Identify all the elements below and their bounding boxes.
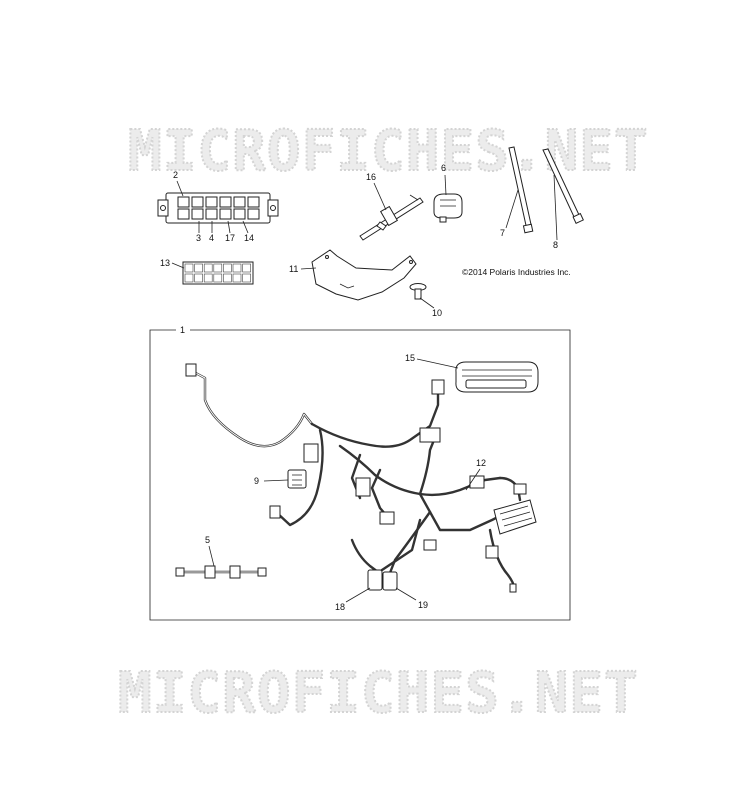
fuse-slot [233, 208, 246, 220]
svg-text:MICROFICHES.NET: MICROFICHES.NET [118, 661, 639, 726]
svg-text:MICROFICHES.NET: MICROFICHES.NET [118, 661, 639, 726]
callout-1: 1 [180, 325, 185, 335]
decal-cell [213, 273, 223, 283]
leader-9 [263, 479, 289, 482]
decal-cell [242, 273, 251, 283]
leader-13 [171, 262, 185, 269]
harness-clip [433, 193, 463, 223]
callout-17: 17 [225, 233, 235, 243]
harness-assembly-frame [149, 329, 571, 621]
leader-16 [373, 182, 387, 211]
decal-cell [184, 273, 194, 283]
callout-18: 18 [335, 602, 345, 612]
callout-12: 12 [476, 458, 486, 468]
decal-cell [232, 273, 242, 283]
leader-15 [416, 358, 459, 369]
fuse-slot [191, 208, 204, 220]
harness-connector-9 [287, 469, 307, 489]
leader-12 [465, 468, 481, 491]
callout-7: 7 [500, 228, 505, 238]
main-wiring-harness [185, 363, 537, 593]
callout-4: 4 [209, 233, 214, 243]
fuse-slot [247, 196, 260, 208]
leader-11 [300, 267, 317, 270]
watermark-bottom: MICROFICHES.NET MICROFICHES.NET [117, 660, 639, 727]
decal-cell [194, 263, 203, 273]
callout-8: 8 [553, 240, 558, 250]
cable-tie-mount [359, 194, 424, 241]
fuse-slot [205, 196, 218, 208]
jumper-harness [175, 565, 267, 579]
leader-6 [444, 174, 447, 196]
leader-14 [242, 220, 249, 234]
decal-cell [203, 273, 213, 283]
callout-6: 6 [441, 163, 446, 173]
fuse-slot [247, 208, 260, 220]
callout-11: 11 [289, 264, 298, 274]
leader-17 [227, 220, 231, 234]
callout-13: 13 [160, 258, 170, 268]
battery-cover [455, 361, 539, 393]
callout-15: 15 [405, 353, 415, 363]
decal-cell [223, 273, 232, 283]
leader-10 [419, 297, 435, 309]
callout-3: 3 [196, 233, 201, 243]
decal-cell [223, 263, 232, 273]
fuse-slot [219, 196, 232, 208]
cable-tie-7 [508, 146, 534, 234]
decal-cell [203, 263, 213, 273]
callout-16: 16 [366, 172, 376, 182]
fuse-slot [205, 208, 218, 220]
watermark-top: MICROFICHES.NET MICROFICHES.NET [127, 118, 649, 185]
decal-cell [213, 263, 223, 273]
callout-2: 2 [173, 170, 178, 180]
callout-9: 9 [254, 476, 259, 486]
copyright-notice: ©2014 Polaris Industries Inc. [462, 267, 571, 277]
leader-8 [553, 174, 558, 241]
fuse-slot [177, 196, 190, 208]
svg-text:MICROFICHES.NET: MICROFICHES.NET [128, 119, 649, 184]
leader-18 [345, 587, 371, 603]
callout-14: 14 [244, 233, 254, 243]
fuse-slot [219, 208, 232, 220]
mounting-bracket [311, 249, 417, 301]
leader-19 [395, 587, 417, 601]
fuse-slot [233, 196, 246, 208]
callout-19: 19 [418, 600, 428, 610]
fuse-box-connector [157, 192, 279, 224]
fuse-label-decal [182, 261, 254, 285]
leader-2 [176, 180, 184, 197]
push-rivet [409, 283, 427, 300]
decal-cell [242, 263, 251, 273]
callout-10: 10 [432, 308, 442, 318]
leader-5 [208, 545, 215, 567]
svg-text:MICROFICHES.NET: MICROFICHES.NET [128, 119, 649, 184]
harness-connector-19 [382, 571, 398, 591]
leader-7 [505, 189, 519, 229]
callout-5: 5 [205, 535, 210, 545]
decal-cell [184, 263, 194, 273]
decal-cell [232, 263, 242, 273]
fuse-slot [191, 196, 204, 208]
cable-tie-8 [542, 148, 584, 224]
fuse-slot [177, 208, 190, 220]
decal-cell [194, 273, 203, 283]
harness-connector-18 [367, 569, 383, 591]
